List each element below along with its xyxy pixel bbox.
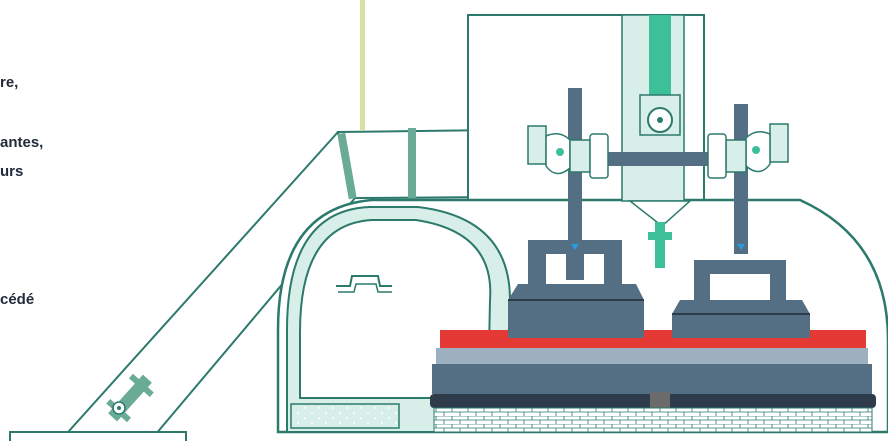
press-bed [430, 330, 876, 432]
door-vent [291, 404, 399, 428]
vertical-pole [360, 0, 365, 130]
nozzle [655, 222, 665, 268]
conveyor-coupling [102, 369, 158, 426]
brick-foundation [434, 408, 872, 432]
